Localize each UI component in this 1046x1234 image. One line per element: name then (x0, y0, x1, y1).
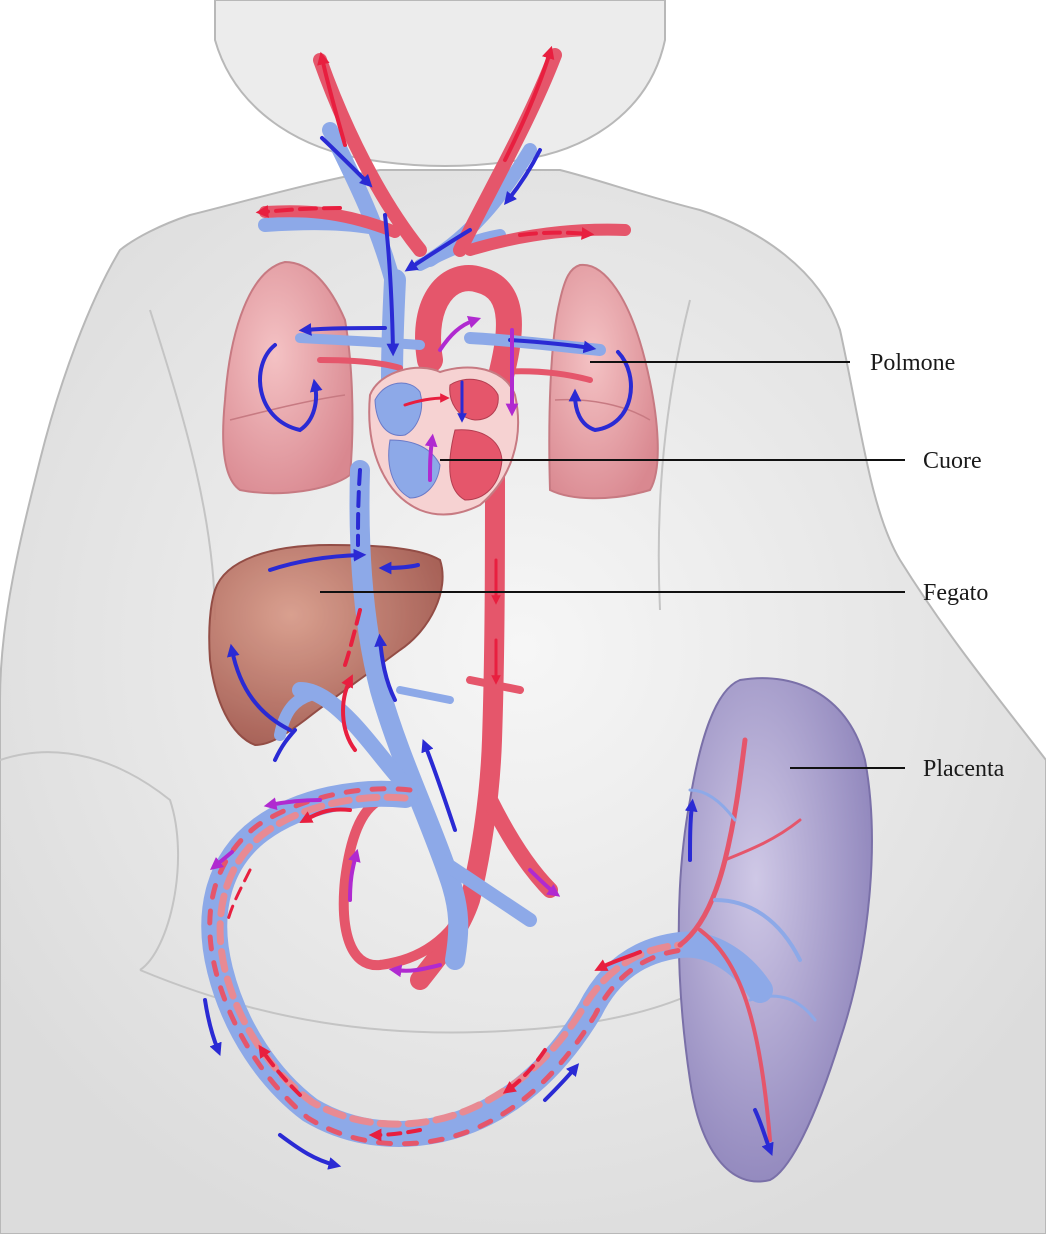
arrow-icon (305, 328, 385, 330)
label-cuore: Cuore (923, 448, 982, 474)
baby-head (215, 0, 665, 166)
label-placenta: Placenta (923, 756, 1005, 782)
label-polmone: Polmone (870, 350, 955, 376)
label-fegato: Fegato (923, 580, 988, 606)
arrow-icon (430, 440, 432, 480)
arrow-icon (690, 805, 692, 860)
